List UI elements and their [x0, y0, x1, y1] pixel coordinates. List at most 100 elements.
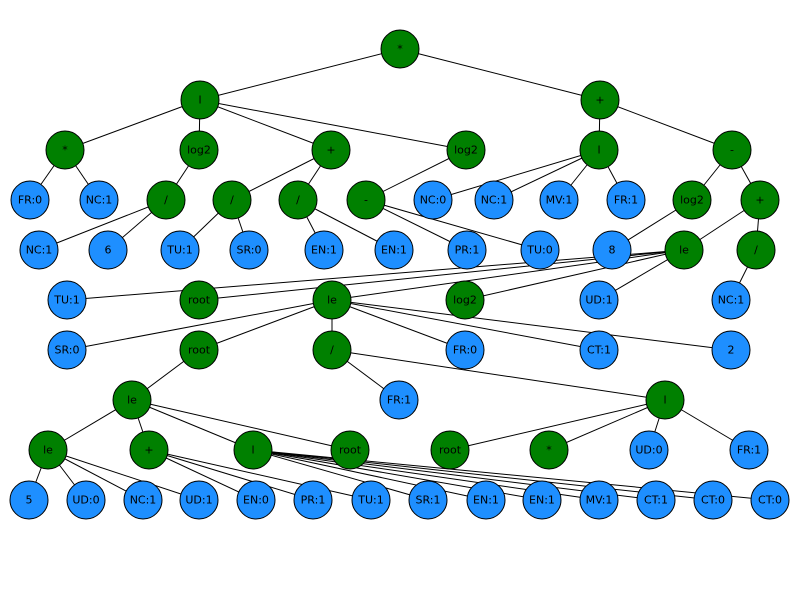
leaf-node-n19: FR:1	[606, 180, 646, 220]
node-label: +	[595, 94, 604, 107]
node-label: NC:0	[420, 194, 447, 207]
operator-circle	[312, 330, 352, 370]
operator-circle	[664, 230, 704, 270]
node-label: PR:1	[301, 494, 326, 507]
leaf-circle	[474, 180, 514, 220]
tree-edge-n2-n6	[199, 99, 332, 151]
node-label: l	[251, 444, 254, 457]
leaf-circle	[88, 230, 128, 270]
leaf-circle	[522, 480, 562, 520]
node-label: root	[188, 294, 211, 307]
leaf-node-n46: FR:1	[379, 380, 419, 420]
leaf-node-n44: 2	[711, 330, 751, 370]
node-label: 8	[609, 244, 616, 257]
operator-node-n15: -	[346, 180, 386, 220]
operator-circle	[380, 29, 420, 69]
node-label: CT:0	[701, 494, 725, 507]
leaf-node-n28: PR:1	[447, 230, 487, 270]
leaf-circle	[47, 280, 87, 320]
leaf-node-n66: MV:1	[579, 480, 619, 520]
node-label: PR:1	[455, 244, 480, 257]
operator-circle	[179, 280, 219, 320]
node-label: MV:1	[586, 494, 613, 507]
leaf-node-n57: UD:0	[66, 480, 106, 520]
node-label: /	[230, 194, 234, 207]
tree-edge-n47-n53	[548, 399, 666, 451]
node-label: FR:1	[614, 194, 638, 207]
node-label: EN:1	[529, 494, 555, 507]
node-label: -	[730, 144, 734, 157]
node-label: TU:1	[357, 494, 383, 507]
node-label: l	[198, 94, 201, 107]
tree-edge-n35-n40	[198, 299, 333, 351]
operator-circle	[736, 230, 776, 270]
leaf-circle	[729, 430, 769, 470]
operator-node-n1: *	[380, 29, 420, 69]
tree-edge-n47-n52	[449, 399, 666, 451]
tree-edge-n2-n4	[64, 99, 201, 151]
node-label: 5	[26, 494, 33, 507]
leaf-node-n61: PR:1	[293, 480, 333, 520]
node-label: SR:0	[237, 244, 262, 257]
leaf-circle	[445, 330, 485, 370]
operator-node-n7: log2	[446, 130, 486, 170]
leaf-node-n23: 6	[88, 230, 128, 270]
tree-edge-n3-n9	[599, 99, 733, 151]
tree-edge-n41-n47	[331, 349, 666, 401]
operator-node-n6: +	[311, 130, 351, 170]
leaf-circle	[606, 180, 646, 220]
node-label: /	[296, 194, 300, 207]
leaf-circle	[66, 480, 106, 520]
leaf-circle	[629, 430, 669, 470]
leaf-circle	[466, 480, 506, 520]
node-label: NC:1	[718, 294, 745, 307]
operator-circle	[312, 280, 352, 320]
node-label: SR:1	[416, 494, 441, 507]
leaf-node-n42: FR:0	[445, 330, 485, 370]
operator-node-n48: le	[28, 430, 68, 470]
leaf-circle	[304, 230, 344, 270]
operator-node-n20: log2	[672, 180, 712, 220]
operator-circle	[311, 130, 351, 170]
node-label: /	[330, 344, 334, 357]
node-label: *	[62, 144, 68, 157]
node-label: FR:1	[387, 394, 411, 407]
node-label: CT:1	[644, 494, 668, 507]
leaf-circle	[711, 330, 751, 370]
leaf-circle	[636, 480, 676, 520]
node-label: NC:1	[481, 194, 508, 207]
tree-edge-n31-n33	[66, 249, 685, 301]
leaf-node-n38: NC:1	[711, 280, 751, 320]
node-label: /	[164, 194, 168, 207]
operator-node-n32: /	[736, 230, 776, 270]
leaf-node-n62: TU:1	[351, 480, 391, 520]
node-label: /	[754, 244, 758, 257]
tree-edge-n45-n50	[131, 399, 254, 451]
leaf-circle	[179, 480, 219, 520]
leaf-circle	[579, 330, 619, 370]
operator-circle	[445, 280, 485, 320]
operator-circle	[446, 130, 486, 170]
operator-node-n34: root	[179, 280, 219, 320]
node-label: FR:1	[737, 444, 761, 457]
leaf-circle	[579, 480, 619, 520]
node-label: FR:0	[18, 194, 42, 207]
leaf-circle	[579, 280, 619, 320]
operator-circle	[580, 80, 620, 120]
leaf-circle	[236, 480, 276, 520]
operator-node-n21: +	[740, 180, 780, 220]
tree-edge-n35-n43	[331, 299, 600, 351]
leaf-node-n69: CT:0	[750, 480, 790, 520]
operator-circle	[180, 80, 220, 120]
tree-edge-n48-n59	[47, 449, 200, 501]
node-label: +	[755, 194, 764, 207]
leaf-circle	[750, 480, 790, 520]
leaf-node-n39: SR:0	[47, 330, 87, 370]
node-label: 2	[728, 344, 735, 357]
operator-circle	[28, 430, 68, 470]
leaf-node-n56: 5	[9, 480, 49, 520]
node-label: NC:1	[130, 494, 157, 507]
leaf-node-n33: TU:1	[47, 280, 87, 320]
node-label: log2	[187, 144, 211, 157]
node-label: FR:0	[453, 344, 477, 357]
